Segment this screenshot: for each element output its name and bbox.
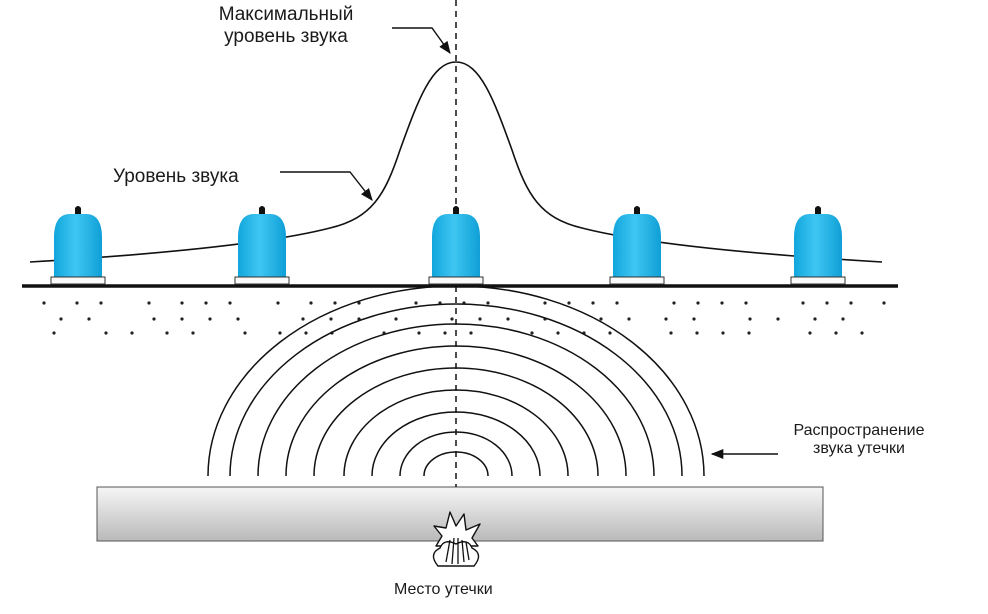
soil-dot (478, 317, 482, 321)
soil-dot (591, 301, 595, 305)
soil-dot (417, 331, 421, 335)
soil-dot (530, 331, 534, 335)
soil-dot (309, 301, 313, 305)
soil-dot (744, 301, 748, 305)
soil-dot (882, 301, 886, 305)
soil-dot (236, 317, 240, 321)
soil-dot (165, 331, 169, 335)
soil-dot (443, 331, 447, 335)
soil-dot (608, 331, 612, 335)
soil-dot (180, 301, 184, 305)
soil-dot (152, 317, 156, 321)
soil-dot (860, 331, 864, 335)
sound-level-label: Уровень звука (113, 166, 239, 188)
soil-dot (414, 301, 418, 305)
propagation-line1: Распространение (793, 422, 925, 439)
soil-dot (99, 301, 103, 305)
acoustic-sensor-icon (428, 206, 484, 285)
leak-burst-icon (432, 511, 481, 567)
soil-dot (486, 301, 490, 305)
sound-level-text: Уровень звука (113, 166, 239, 187)
soil-dot (243, 331, 247, 335)
soil-dot (75, 301, 79, 305)
soil-dot (808, 331, 812, 335)
soil-dot (721, 331, 725, 335)
soil-dot (696, 301, 700, 305)
acoustic-sensor-icon (790, 206, 846, 285)
soil-dot (720, 301, 724, 305)
soil-dot (52, 331, 56, 335)
soil-dot (333, 301, 337, 305)
soil-dot (304, 331, 308, 335)
soil-dot (394, 317, 398, 321)
soil-dot (204, 301, 208, 305)
soil-dot (841, 317, 845, 321)
soil-dot (627, 317, 631, 321)
wave-arc (229, 303, 683, 477)
soil-dot (208, 317, 212, 321)
soil-dot (450, 317, 454, 321)
leak-location-label: Место утечки (394, 581, 534, 599)
wave-arc (207, 285, 705, 477)
max-level-arrow (392, 27, 451, 55)
soil-dot (104, 331, 108, 335)
leak-location-text: Место утечки (394, 581, 493, 598)
soil-dot (599, 317, 603, 321)
soil-dot (748, 317, 752, 321)
soil-dot (276, 301, 280, 305)
soil-dot (813, 317, 817, 321)
sound-level-arrow (280, 171, 373, 201)
soil-dot (849, 301, 853, 305)
max-sound-level-label: Максимальный уровень звука (186, 4, 386, 48)
soil-dot (329, 317, 333, 321)
soil-dots (42, 301, 886, 335)
soil-dot (834, 331, 838, 335)
soil-dot (278, 331, 282, 335)
soil-dot (469, 331, 473, 335)
soil-dot (747, 331, 751, 335)
sensors (50, 206, 846, 285)
soil-dot (59, 317, 63, 321)
soil-dot (556, 331, 560, 335)
soil-dot (147, 301, 151, 305)
acoustic-sensor-icon (234, 206, 290, 285)
soil-dot (692, 317, 696, 321)
soil-dot (228, 301, 232, 305)
soil-dot (776, 317, 780, 321)
propagation-line2: звука утечки (813, 440, 905, 458)
soil-dot (672, 301, 676, 305)
soil-dot (301, 317, 305, 321)
acoustic-sensor-icon (50, 206, 106, 285)
soil-dot (42, 301, 46, 305)
soil-dot (615, 301, 619, 305)
soil-dot (506, 317, 510, 321)
soil-dot (130, 331, 134, 335)
sound-wave-arcs (207, 285, 705, 477)
soil-dot (695, 331, 699, 335)
soil-dot (357, 301, 361, 305)
soil-dot (180, 317, 184, 321)
acoustic-sensor-icon (609, 206, 665, 285)
propagation-label: Распространение звука утечки (774, 422, 944, 459)
soil-dot (669, 331, 673, 335)
soil-dot (87, 317, 91, 321)
soil-dot (567, 301, 571, 305)
soil-dot (664, 317, 668, 321)
max-sound-level-line1: Максимальный (218, 4, 354, 25)
soil-dot (801, 301, 805, 305)
soil-dot (191, 331, 195, 335)
soil-dot (825, 301, 829, 305)
max-sound-level-line2: уровень звука (224, 25, 348, 47)
soil-dot (543, 301, 547, 305)
